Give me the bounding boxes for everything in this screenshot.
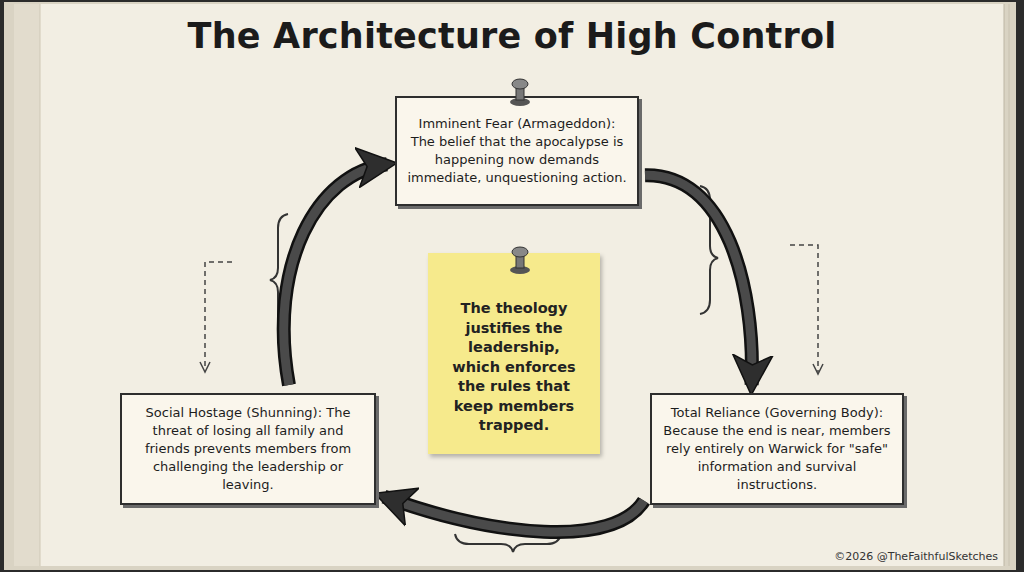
copyright-note: ©2026 @TheFaithfulSketches (834, 550, 998, 563)
leader-head (200, 362, 210, 372)
concept-box: Total Reliance (Governing Body): Because… (650, 393, 904, 505)
page-edge (1004, 4, 1005, 566)
pushpin (510, 247, 530, 274)
sticky-note: The theology justifies the leadership, w… (428, 253, 600, 454)
dashed-leader (790, 245, 818, 372)
node-text: Imminent Fear (Armageddon): The belief t… (407, 115, 627, 187)
dashed-leader (205, 262, 232, 370)
page-edge (1009, 4, 1010, 566)
diagram-title: The Architecture of High Control (0, 16, 1024, 56)
page-stack (4, 2, 1016, 570)
page (14, 4, 1004, 566)
node-text: The theology justifies the leadership, w… (442, 299, 586, 436)
cycle-arrow (645, 175, 752, 385)
arrow-outline (384, 497, 644, 532)
gutter-line (40, 4, 41, 566)
concept-box: Imminent Fear (Armageddon): The belief t… (395, 96, 639, 206)
node-text: Social Hostage (Shunning): The threat of… (132, 404, 364, 494)
concept-box: Social Hostage (Shunning): The threat of… (120, 393, 376, 505)
arrow-outline (284, 164, 387, 385)
cycle-arrow (284, 164, 387, 385)
page-gutter (14, 4, 40, 566)
node-text: Total Reliance (Governing Body): Because… (662, 404, 892, 494)
pushpin (510, 79, 530, 106)
cycle-arrow (384, 497, 644, 532)
arrow-outline (645, 175, 752, 385)
leader-head (813, 364, 823, 374)
